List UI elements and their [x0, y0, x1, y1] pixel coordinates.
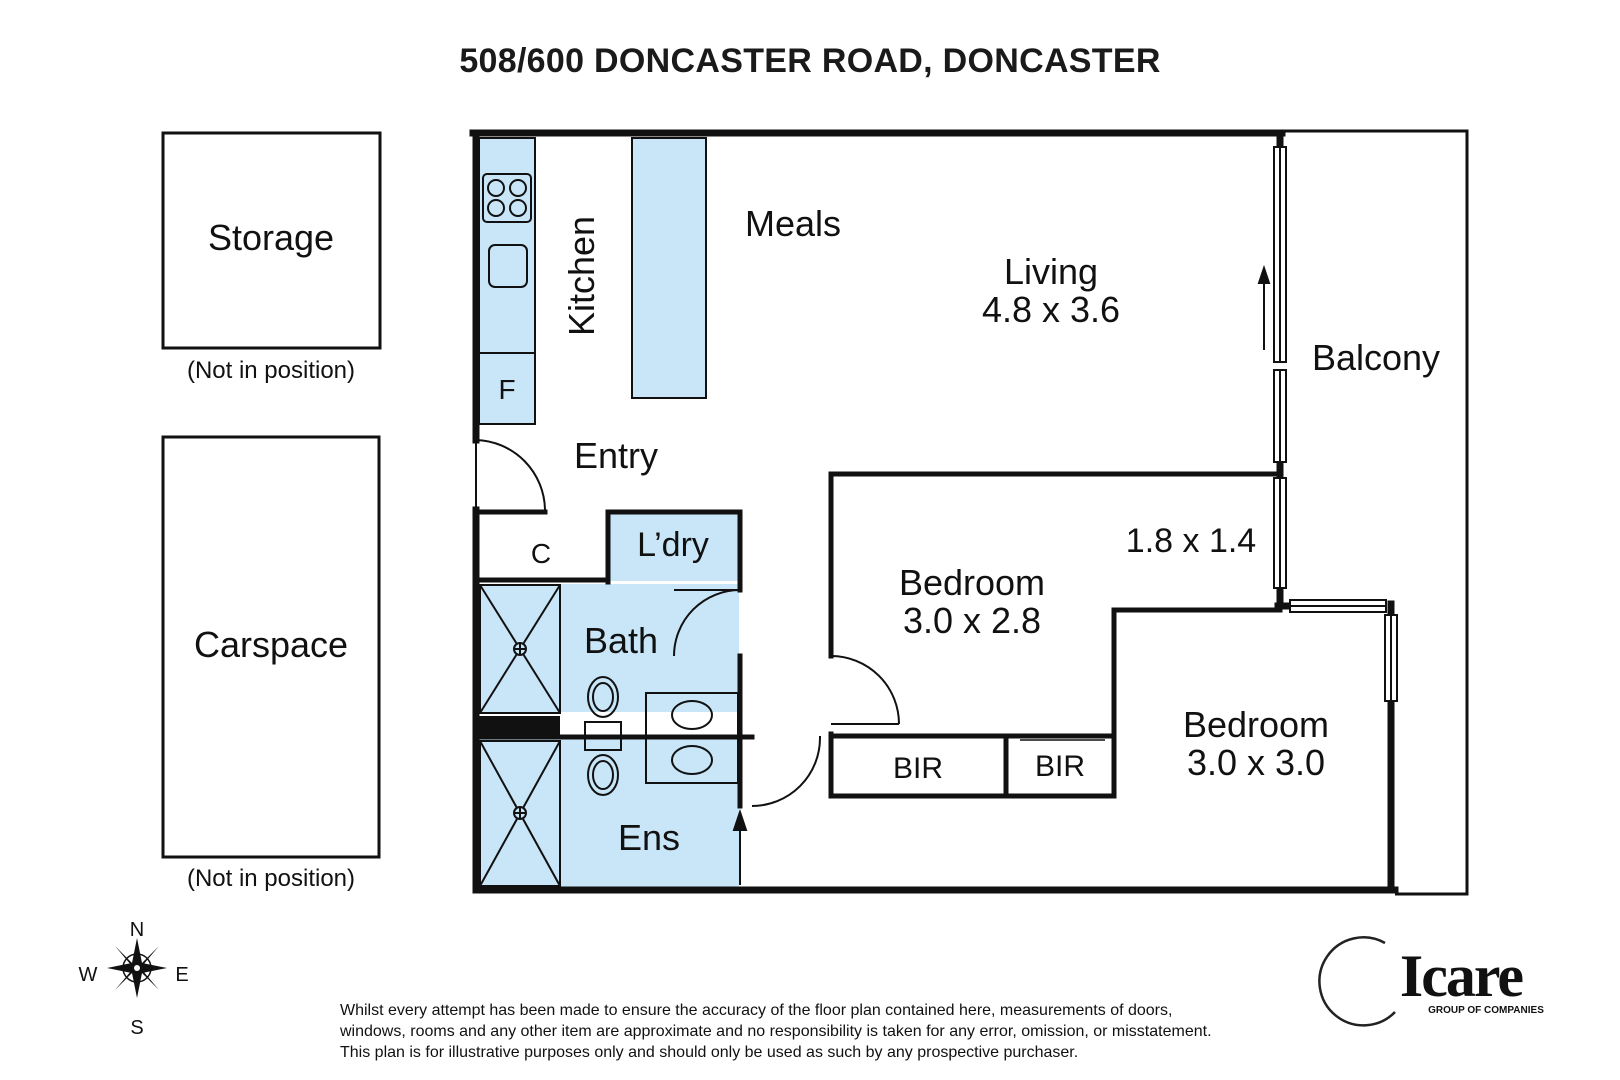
bir1-label: BIR: [893, 752, 943, 785]
ensuite-label: Ens: [618, 817, 680, 858]
bedroom1-label: Bedroom: [899, 562, 1045, 603]
compass-e: E: [175, 964, 188, 986]
compass-w: W: [79, 964, 98, 986]
living-label: Living: [1004, 251, 1098, 292]
kitchen-benchtop: [478, 137, 536, 425]
disclaimer: Whilst every attempt has been made to en…: [340, 1000, 1340, 1063]
disclaimer-line: Whilst every attempt has been made to en…: [340, 1002, 1173, 1019]
bir2-label: BIR: [1035, 750, 1085, 783]
shower-bath: [479, 584, 561, 714]
storage-note: (Not in position): [187, 357, 355, 384]
shower-ensuite: [479, 740, 561, 887]
door-swings: [475, 439, 900, 807]
bedroom2-label: Bedroom: [1183, 704, 1329, 745]
meals-label: Meals: [745, 203, 841, 244]
vanities: [645, 692, 739, 784]
disclaimer-line: windows, rooms and any other item are ap…: [340, 1023, 1212, 1040]
bedroom1-size: 3.0 x 2.8: [903, 600, 1041, 641]
carspace-label: Carspace: [194, 624, 348, 665]
bath-label: Bath: [584, 620, 658, 661]
windows: [1273, 146, 1398, 702]
compass-n: N: [130, 919, 144, 941]
entry-label: Entry: [574, 435, 658, 476]
bedroom2-size: 3.0 x 3.0: [1187, 742, 1325, 783]
logo-sub: GROUP OF COMPANIES: [1428, 1005, 1544, 1016]
carspace-note: (Not in position): [187, 865, 355, 892]
balcony-label: Balcony: [1312, 337, 1440, 378]
compass-s: S: [130, 1017, 143, 1039]
sliding-door-arrow: [1257, 264, 1271, 350]
logo-mark: Icare: [1400, 943, 1524, 1009]
kitchen-label: Kitchen: [561, 216, 602, 336]
laundry-label: L’dry: [637, 526, 709, 564]
interior-walls: [473, 471, 1283, 809]
kitchen-island: [631, 137, 707, 399]
bedroom1-extra-size: 1.8 x 1.4: [1126, 522, 1256, 560]
bir-doors: [845, 739, 1105, 797]
plan-title: 508/600 DONCASTER ROAD, DONCASTER: [459, 42, 1161, 80]
ensuite-entry-arrow: [732, 808, 748, 885]
compass-rose-icon: [107, 938, 167, 998]
carspace-outline: [161, 435, 381, 859]
balcony-outline: [1282, 129, 1469, 896]
living-size: 4.8 x 3.6: [982, 289, 1120, 330]
toilets: [584, 676, 622, 796]
fridge-label: F: [498, 374, 515, 405]
wall-block: [478, 716, 560, 738]
icare-logo: Icare GROUP OF COMPANIES: [1318, 936, 1544, 1027]
disclaimer-line: This plan is for illustrative purposes o…: [340, 1044, 1079, 1061]
cupboard-label: C: [531, 538, 551, 569]
storage-label: Storage: [208, 217, 334, 258]
storage-outline: [161, 131, 382, 350]
